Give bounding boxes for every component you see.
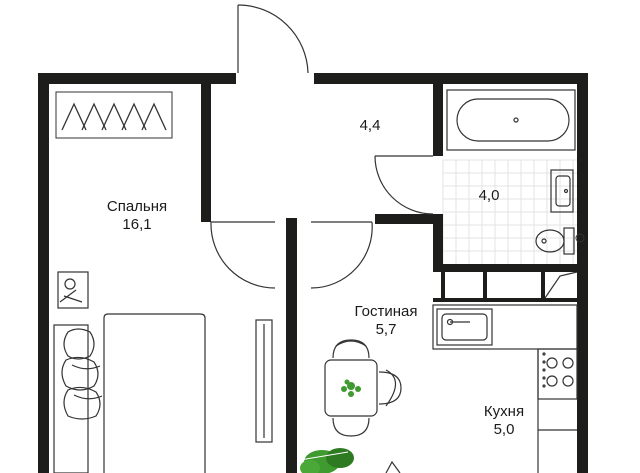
bathtub-icon [446, 89, 576, 151]
door-swing-icon [310, 221, 373, 289]
room-name: Спальня [106, 198, 168, 215]
room-name: Кухня [483, 403, 525, 420]
wall-living-left [286, 218, 297, 473]
wall-niche-a [441, 272, 445, 300]
toilet-icon [535, 227, 575, 255]
wall-niche-b [483, 272, 487, 300]
hanger-icon [61, 102, 167, 131]
nightstand-icon [57, 271, 89, 309]
tv-unit [255, 319, 273, 443]
room-name: Гостиная [354, 303, 418, 320]
door-swing-icon [544, 271, 578, 299]
door-swing-icon [210, 221, 276, 289]
wall-left [38, 73, 49, 473]
bed-icon [53, 313, 206, 473]
room-area: 4,4 [359, 117, 381, 134]
room-label-kitchen: Кухня 5,0 [466, 403, 542, 439]
room-label-bathroom: 4,0 [464, 187, 514, 205]
wall-bathroom-left [433, 84, 443, 156]
wall-bathroom-bottom [375, 214, 443, 224]
room-area: 16,1 [122, 216, 152, 233]
sink-icon [550, 169, 574, 213]
room-area: 5,7 [375, 321, 397, 338]
room-area: 5,0 [493, 421, 515, 438]
wall-top-right [314, 73, 586, 84]
plant-icon [341, 379, 361, 397]
room-label-bedroom: Спальня 16,1 [92, 198, 182, 234]
table-icon [324, 359, 378, 417]
wall-right [577, 73, 588, 473]
wall-niche-bottom [433, 298, 587, 302]
door-swing-icon [374, 155, 434, 215]
wall-bedroom-right-upper [201, 84, 211, 222]
wall-niche-c [541, 272, 545, 300]
wall-top-left [38, 73, 236, 84]
room-area: 4,0 [478, 187, 500, 204]
kitchen-sink-icon [432, 304, 578, 350]
walls [38, 73, 588, 473]
plant-icon [299, 448, 401, 473]
room-label-living: Гостиная 5,7 [338, 303, 434, 339]
wall-bathroom-floor [433, 264, 587, 272]
wardrobe [55, 91, 173, 139]
room-label-hall: 4,4 [345, 117, 395, 135]
pillow-icon [61, 328, 103, 420]
stove-icon [537, 348, 578, 400]
chair-icon [332, 339, 402, 437]
door-swing-icon [237, 4, 309, 74]
shower-drain-icon [575, 233, 585, 243]
wall-bathroom-left-lower [433, 214, 443, 270]
